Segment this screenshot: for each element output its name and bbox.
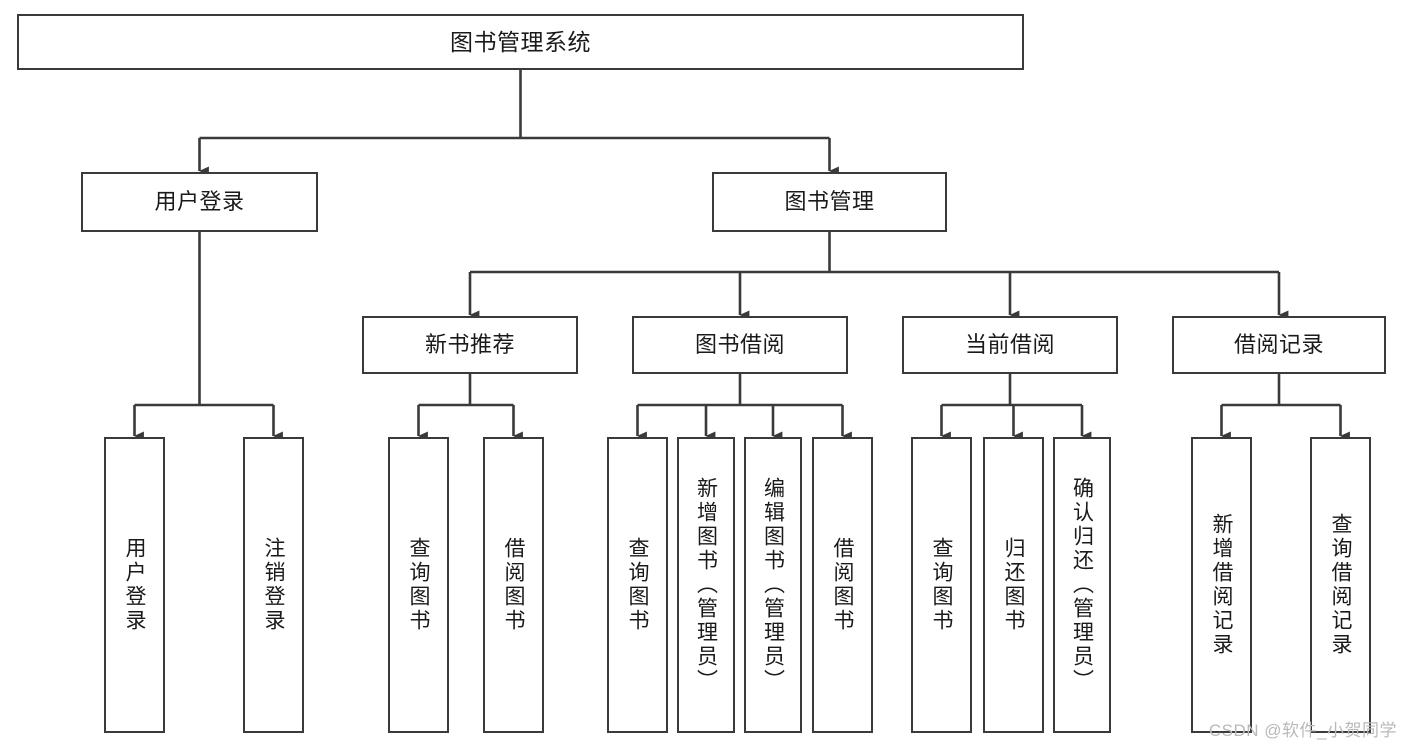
node-leaf-return-book[interactable]: 归还图书: [983, 437, 1044, 733]
node-new-book-recommend[interactable]: 新书推荐: [362, 316, 578, 374]
node-label: 查询借阅记录: [1329, 513, 1352, 657]
node-borrow-record[interactable]: 借阅记录: [1172, 316, 1386, 374]
node-label: 查询图书: [930, 537, 953, 633]
node-leaf-query-book-1[interactable]: 查询图书: [388, 437, 449, 733]
node-label: 借阅记录: [1233, 332, 1324, 358]
node-label: 图书管理系统: [450, 28, 591, 55]
node-label: 用户登录: [123, 537, 146, 633]
node-leaf-confirm-return[interactable]: 确认归还（管理员）: [1053, 437, 1111, 733]
node-book-borrow[interactable]: 图书借阅: [632, 316, 848, 374]
node-leaf-query-book-3[interactable]: 查询图书: [911, 437, 972, 733]
node-label: 当前借阅: [964, 332, 1055, 358]
node-label: 图书借阅: [694, 332, 785, 358]
node-leaf-add-book[interactable]: 新增图书（管理员）: [677, 437, 735, 733]
node-label: 用户登录: [154, 189, 245, 215]
node-label: 确认归还（管理员）: [1070, 477, 1094, 693]
node-label: 新书推荐: [424, 332, 515, 358]
node-leaf-user-login[interactable]: 用户登录: [104, 437, 165, 733]
watermark-text: CSDN @软件_小贺同学: [1208, 721, 1397, 740]
node-label: 借阅图书: [502, 537, 525, 633]
node-label: 查询图书: [407, 537, 430, 633]
node-label: 编辑图书（管理员）: [761, 477, 785, 693]
node-label: 图书管理: [784, 189, 875, 215]
node-leaf-user-logout[interactable]: 注销登录: [243, 437, 304, 733]
node-label: 新增借阅记录: [1210, 513, 1233, 657]
node-current-borrow[interactable]: 当前借阅: [902, 316, 1118, 374]
node-label: 借阅图书: [831, 537, 854, 633]
node-label: 归还图书: [1002, 537, 1025, 633]
node-leaf-query-record[interactable]: 查询借阅记录: [1310, 437, 1371, 733]
node-label: 注销登录: [262, 537, 285, 633]
node-user-login[interactable]: 用户登录: [81, 172, 318, 232]
node-leaf-edit-book[interactable]: 编辑图书（管理员）: [744, 437, 802, 733]
node-leaf-query-book-2[interactable]: 查询图书: [607, 437, 668, 733]
node-leaf-borrow-book-2[interactable]: 借阅图书: [812, 437, 873, 733]
node-label: 查询图书: [626, 537, 649, 633]
node-leaf-add-record[interactable]: 新增借阅记录: [1191, 437, 1252, 733]
node-root-system[interactable]: 图书管理系统: [17, 14, 1024, 70]
node-leaf-borrow-book-1[interactable]: 借阅图书: [483, 437, 544, 733]
node-book-manage[interactable]: 图书管理: [712, 172, 947, 232]
node-label: 新增图书（管理员）: [694, 477, 718, 693]
